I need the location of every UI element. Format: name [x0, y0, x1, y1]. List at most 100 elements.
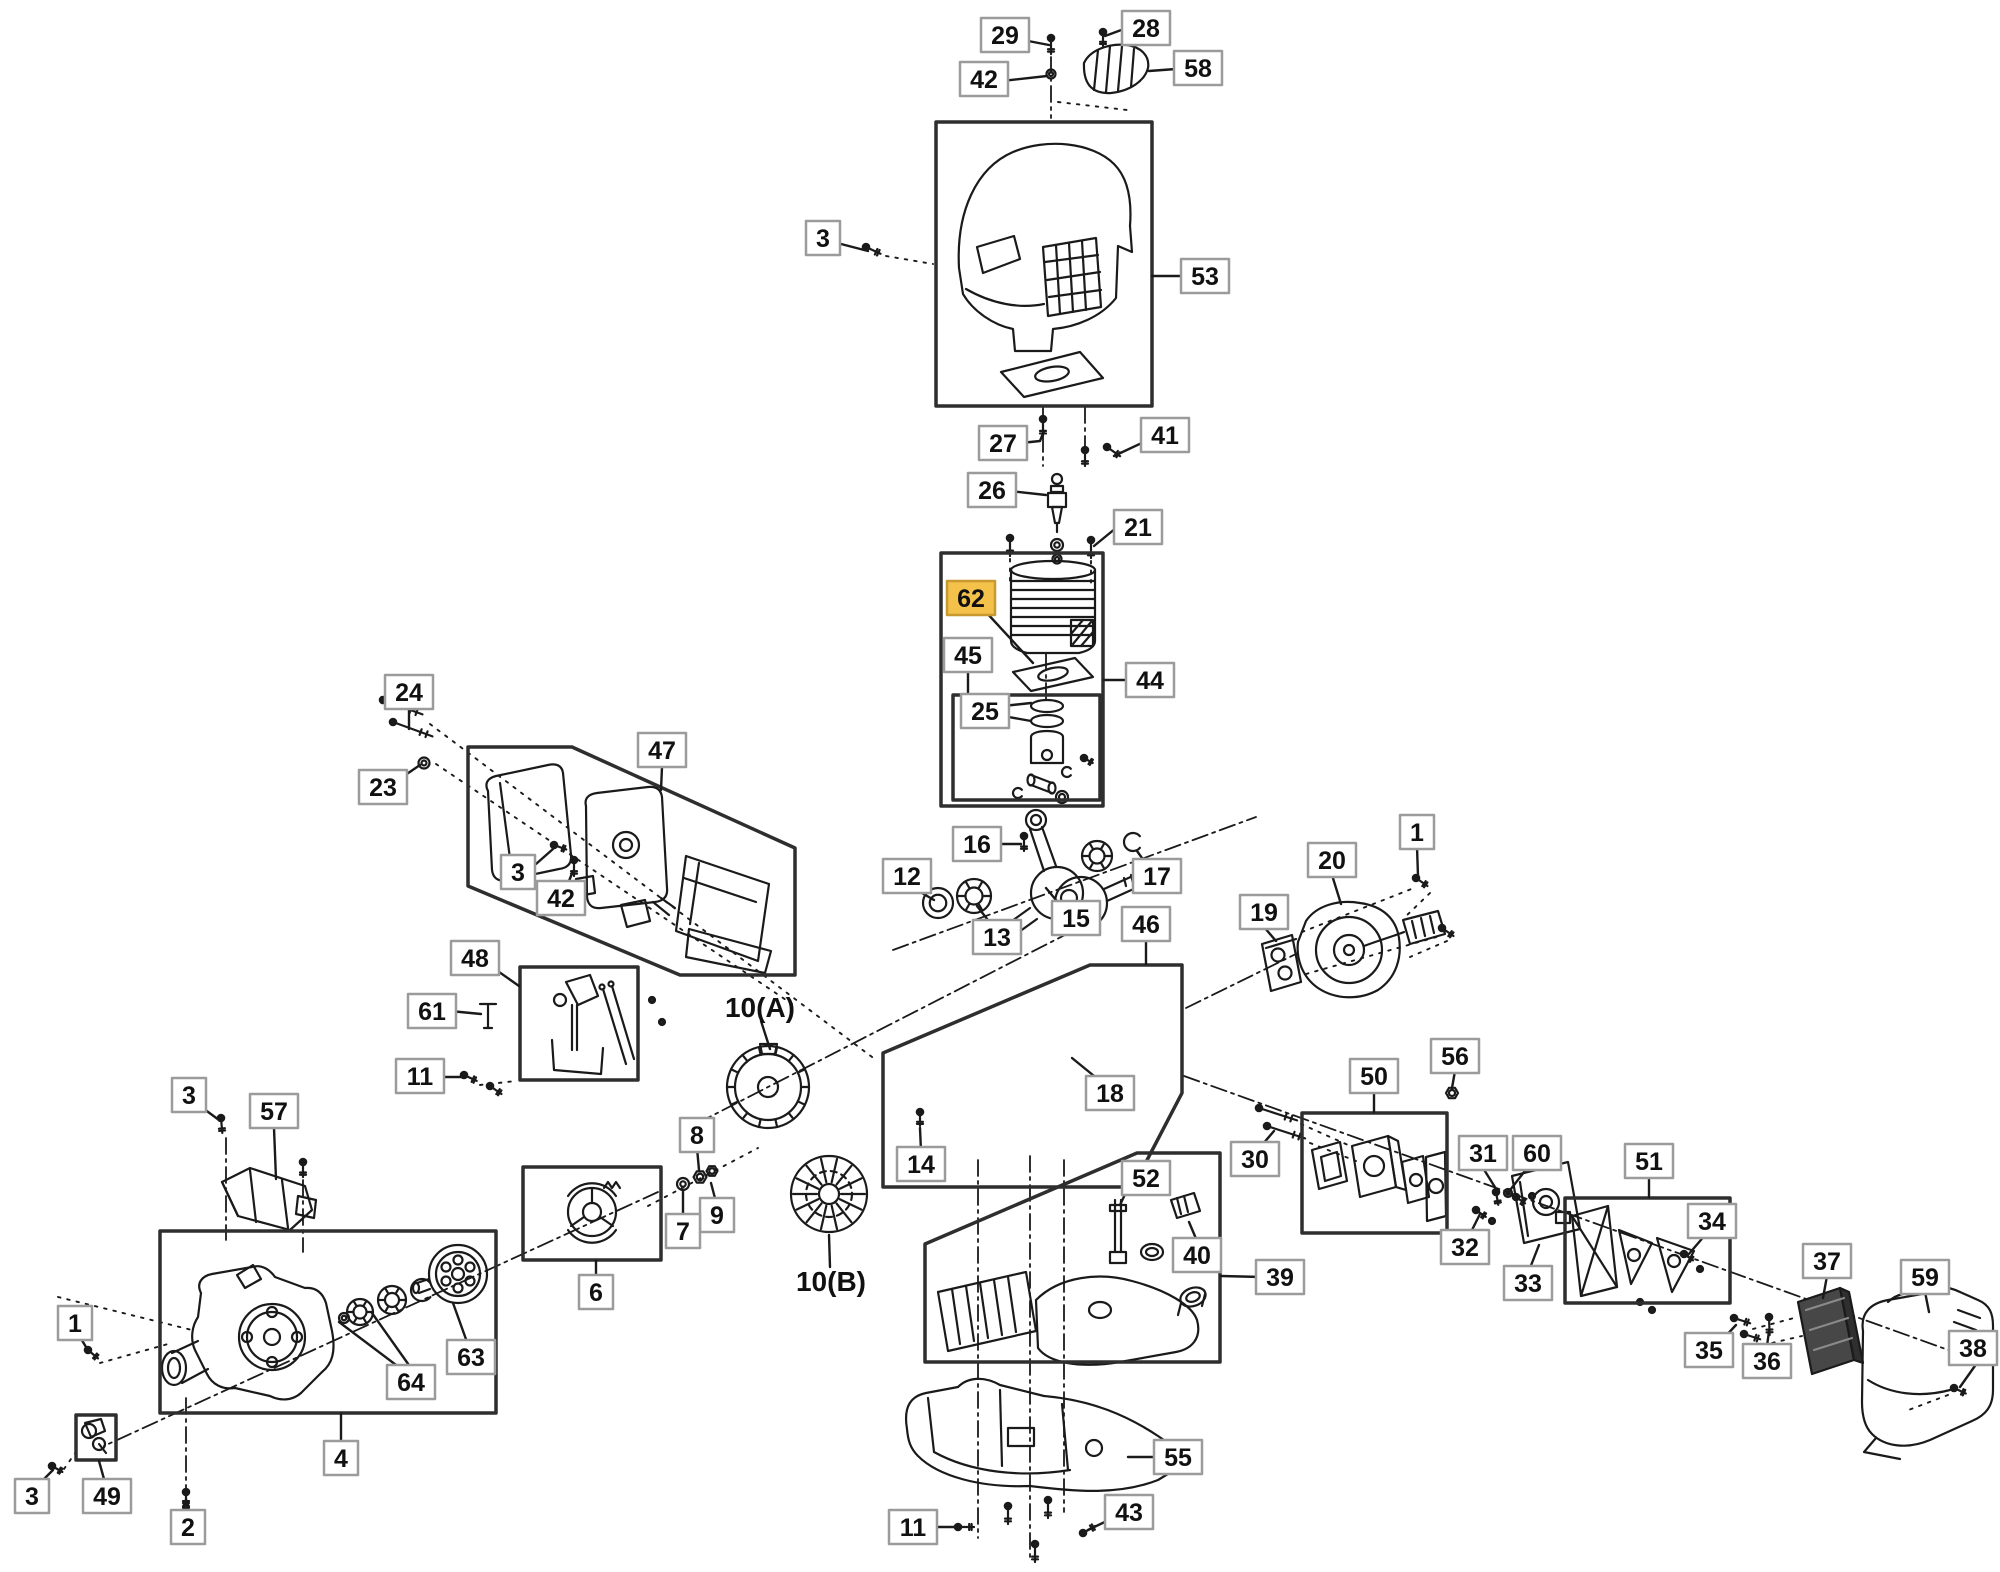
label-box[interactable]	[636, 731, 688, 769]
part-label-33[interactable]: 33	[1502, 1264, 1554, 1302]
part-label-20[interactable]: 20	[1306, 841, 1358, 879]
label-box[interactable]	[170, 1076, 208, 1114]
part-label-42[interactable]: 42	[958, 60, 1010, 98]
label-box[interactable]	[1741, 1342, 1793, 1380]
label-box[interactable]	[169, 1508, 207, 1546]
label-box[interactable]	[1120, 9, 1172, 47]
label-box[interactable]	[1131, 857, 1183, 895]
part-label-42[interactable]: 42	[535, 879, 587, 917]
label-box[interactable]	[1457, 1134, 1509, 1172]
part-label-2[interactable]: 2	[169, 1508, 207, 1546]
part-label-17[interactable]: 17	[1131, 857, 1183, 895]
label-box[interactable]	[445, 1338, 497, 1376]
label-box[interactable]	[1683, 1331, 1735, 1369]
label-box[interactable]	[664, 1212, 702, 1250]
part-label-53[interactable]: 53	[1179, 257, 1231, 295]
part-label-24[interactable]: 24	[383, 673, 435, 711]
label-box[interactable]	[1152, 1438, 1204, 1476]
label-box[interactable]	[577, 1273, 615, 1311]
label-box[interactable]	[1112, 508, 1164, 546]
part-label-3[interactable]: 3	[13, 1477, 51, 1515]
part-label-12[interactable]: 12	[881, 857, 933, 895]
label-box[interactable]	[698, 1196, 736, 1234]
label-box[interactable]	[1398, 813, 1436, 851]
label-box[interactable]	[1511, 1134, 1563, 1172]
part-label-3[interactable]: 3	[499, 853, 537, 891]
label-box[interactable]	[804, 219, 842, 257]
part-label-3[interactable]: 3	[170, 1076, 208, 1114]
label-box[interactable]	[1502, 1264, 1554, 1302]
part-label-28[interactable]: 28	[1120, 9, 1172, 47]
part-label-1[interactable]: 1	[56, 1304, 94, 1342]
part-label-49[interactable]: 49	[81, 1477, 133, 1515]
part-label-62[interactable]: 62	[945, 579, 997, 617]
part-label-47[interactable]: 47	[636, 731, 688, 769]
label-box[interactable]	[1120, 905, 1172, 943]
label-box[interactable]	[1172, 49, 1224, 87]
label-box[interactable]	[1439, 1228, 1491, 1266]
label-box[interactable]	[394, 1057, 446, 1095]
part-label-10A[interactable]: 10(A)	[725, 992, 795, 1023]
part-label-30[interactable]: 30	[1229, 1140, 1281, 1178]
part-label-26[interactable]: 26	[966, 471, 1018, 509]
label-box[interactable]	[385, 1363, 437, 1401]
part-label-11[interactable]: 11	[887, 1508, 939, 1546]
part-label-39[interactable]: 39	[1254, 1258, 1306, 1296]
label-box[interactable]	[1348, 1057, 1400, 1095]
label-box[interactable]	[1124, 661, 1176, 699]
part-label-10B[interactable]: 10(B)	[796, 1266, 866, 1297]
part-label-19[interactable]: 19	[1238, 893, 1290, 931]
label-box[interactable]	[383, 673, 435, 711]
part-label-13[interactable]: 13	[971, 918, 1023, 956]
part-label-34[interactable]: 34	[1686, 1202, 1738, 1240]
part-label-38[interactable]: 38	[1947, 1329, 1999, 1367]
label-box[interactable]	[535, 879, 587, 917]
part-label-3[interactable]: 3	[804, 219, 842, 257]
part-label-11[interactable]: 11	[394, 1057, 446, 1095]
part-label-7[interactable]: 7	[664, 1212, 702, 1250]
label-box[interactable]	[1254, 1258, 1306, 1296]
part-label-63[interactable]: 63	[445, 1338, 497, 1376]
label-box[interactable]	[248, 1092, 300, 1130]
part-label-55[interactable]: 55	[1152, 1438, 1204, 1476]
part-label-37[interactable]: 37	[1801, 1242, 1853, 1280]
part-label-61[interactable]: 61	[406, 992, 458, 1030]
selected-label-box[interactable]	[945, 579, 997, 617]
label-box[interactable]	[678, 1116, 716, 1154]
label-box[interactable]	[881, 857, 933, 895]
label-box[interactable]	[887, 1508, 939, 1546]
part-label-32[interactable]: 32	[1439, 1228, 1491, 1266]
part-label-4[interactable]: 4	[322, 1439, 360, 1477]
label-box[interactable]	[1801, 1242, 1853, 1280]
label-box[interactable]	[958, 60, 1010, 98]
part-label-43[interactable]: 43	[1103, 1493, 1155, 1531]
part-label-23[interactable]: 23	[357, 768, 409, 806]
part-label-21[interactable]: 21	[1112, 508, 1164, 546]
part-label-16[interactable]: 16	[951, 825, 1003, 863]
label-box[interactable]	[959, 692, 1011, 730]
part-label-9[interactable]: 9	[698, 1196, 736, 1234]
part-label-25[interactable]: 25	[959, 692, 1011, 730]
label-box[interactable]	[1238, 893, 1290, 931]
label-box[interactable]	[1084, 1074, 1136, 1112]
part-label-46[interactable]: 46	[1120, 905, 1172, 943]
part-label-35[interactable]: 35	[1683, 1331, 1735, 1369]
part-label-44[interactable]: 44	[1124, 661, 1176, 699]
part-label-50[interactable]: 50	[1348, 1057, 1400, 1095]
part-label-41[interactable]: 41	[1139, 416, 1191, 454]
label-box[interactable]	[499, 853, 537, 891]
part-label-31[interactable]: 31	[1457, 1134, 1509, 1172]
label-box[interactable]	[1899, 1258, 1951, 1296]
label-box[interactable]	[895, 1145, 947, 1183]
part-label-51[interactable]: 51	[1623, 1142, 1675, 1180]
label-box[interactable]	[357, 768, 409, 806]
part-label-15[interactable]: 15	[1050, 899, 1102, 937]
label-box[interactable]	[81, 1477, 133, 1515]
label-box[interactable]	[449, 939, 501, 977]
part-label-45[interactable]: 45	[942, 636, 994, 674]
part-label-1[interactable]: 1	[1398, 813, 1436, 851]
label-box[interactable]	[977, 424, 1029, 462]
part-label-18[interactable]: 18	[1084, 1074, 1136, 1112]
part-label-8[interactable]: 8	[678, 1116, 716, 1154]
label-box[interactable]	[1120, 1159, 1172, 1197]
